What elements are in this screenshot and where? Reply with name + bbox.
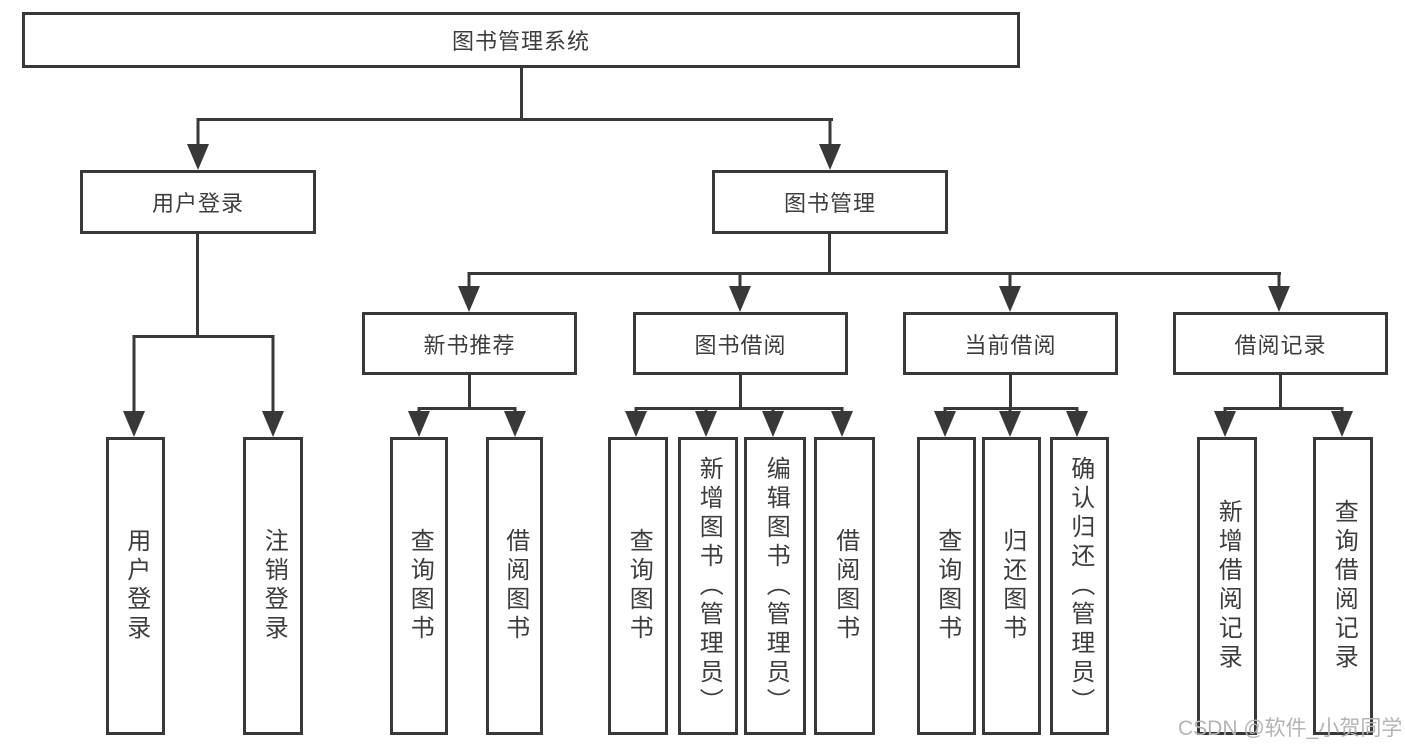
leaf-search-books-borrow: 查询图书	[608, 437, 668, 735]
leaf-add-borrow-record-label: 新增借阅记录	[1214, 499, 1242, 673]
connector-level2-bar	[197, 118, 833, 121]
connector-new-book-stem	[468, 372, 471, 409]
leaf-confirm-return-admin: 确认归还（管理员）	[1050, 437, 1109, 735]
arrow-to-leaf-add-books	[695, 407, 717, 437]
node-current-borrowing-label: 当前借阅	[964, 332, 1057, 358]
node-user-login-branch-label: 用户登录	[151, 191, 244, 216]
connector-user-login-stem	[196, 232, 199, 337]
arrow-to-book-borrowing	[729, 272, 751, 312]
leaf-add-books-admin-label: 新增图书（管理员）	[695, 455, 723, 717]
arrow-to-leaf-search-books-2	[625, 407, 647, 437]
leaf-edit-books-admin: 编辑图书（管理员）	[744, 437, 806, 735]
leaf-user-login-label: 用户登录	[122, 528, 150, 644]
node-book-borrowing-label: 图书借阅	[694, 332, 787, 358]
leaf-borrow-books-recommend: 借阅图书	[486, 437, 543, 735]
arrow-to-leaf-return-books	[999, 407, 1021, 437]
leaf-borrow-books-recommend-label: 借阅图书	[501, 528, 529, 644]
node-system-root-label: 图书管理系统	[451, 29, 590, 54]
arrow-to-borrowing-records	[1268, 272, 1290, 312]
arrow-to-leaf-borrow-books-2	[831, 407, 853, 437]
connector-book-borrowing-bar	[635, 407, 843, 410]
leaf-return-books: 归还图书	[982, 437, 1041, 735]
arrow-to-current-borrowing	[999, 272, 1021, 312]
leaf-confirm-return-admin-label: 确认归还（管理员）	[1066, 455, 1094, 717]
leaf-edit-books-admin-label: 编辑图书（管理员）	[762, 455, 790, 717]
arrow-to-new-book-recommend	[458, 272, 480, 312]
leaf-logout-login-label: 注销登录	[260, 528, 288, 644]
leaf-user-login: 用户登录	[106, 437, 165, 735]
connector-borrowing-records-stem	[1279, 372, 1282, 409]
connector-level3-bar	[468, 272, 1281, 275]
leaf-add-books-admin: 新增图书（管理员）	[678, 437, 738, 735]
arrow-to-book-management	[819, 118, 841, 170]
connector-current-borrowing-stem	[1009, 372, 1012, 409]
leaf-add-borrow-record: 新增借阅记录	[1197, 437, 1257, 735]
connector-book-management-stem	[828, 232, 831, 275]
arrow-to-leaf-logout	[262, 335, 284, 437]
node-borrowing-records-label: 借阅记录	[1234, 332, 1327, 358]
node-current-borrowing: 当前借阅	[903, 312, 1118, 375]
node-book-borrowing: 图书借阅	[633, 312, 848, 375]
arrow-to-leaf-borrow-books-1	[504, 407, 526, 437]
node-borrowing-records: 借阅记录	[1173, 312, 1388, 375]
node-system-root: 图书管理系统	[22, 12, 1020, 68]
arrow-to-leaf-search-record	[1331, 407, 1353, 437]
csdn-watermark: CSDN @软件_小贺同学	[1178, 717, 1403, 740]
arrow-to-leaf-add-record	[1214, 407, 1236, 437]
arrow-to-leaf-confirm-return	[1066, 407, 1088, 437]
connector-book-borrowing-stem	[739, 372, 742, 409]
connector-root-stem	[520, 65, 523, 121]
node-new-book-recommend: 新书推荐	[362, 312, 577, 375]
node-user-login-branch: 用户登录	[80, 170, 316, 234]
leaf-search-books-recommend: 查询图书	[390, 437, 448, 735]
node-book-management: 图书管理	[712, 170, 948, 234]
leaf-search-borrow-record: 查询借阅记录	[1313, 437, 1373, 735]
arrow-to-leaf-user-login	[123, 335, 145, 437]
connector-new-book-bar	[418, 407, 516, 410]
leaf-search-books-current: 查询图书	[917, 437, 976, 735]
arrow-to-leaf-edit-books	[762, 407, 784, 437]
leaf-search-books-recommend-label: 查询图书	[406, 528, 434, 644]
leaf-search-books-current-label: 查询图书	[933, 528, 961, 644]
leaf-logout-login: 注销登录	[243, 437, 303, 735]
leaf-borrow-books-label: 借阅图书	[831, 528, 859, 644]
node-book-management-label: 图书管理	[783, 191, 876, 216]
arrow-to-leaf-search-books-1	[408, 407, 430, 437]
leaf-return-books-label: 归还图书	[998, 528, 1026, 644]
arrow-to-user-login-branch	[187, 118, 209, 170]
leaf-search-books-borrow-label: 查询图书	[625, 528, 653, 644]
leaf-search-borrow-record-label: 查询借阅记录	[1330, 499, 1358, 673]
connector-borrowing-records-bar	[1224, 407, 1343, 410]
connector-user-login-bar	[133, 335, 274, 338]
arrow-to-leaf-search-books-3	[934, 407, 956, 437]
node-new-book-recommend-label: 新书推荐	[423, 332, 516, 358]
leaf-borrow-books: 借阅图书	[814, 437, 875, 735]
